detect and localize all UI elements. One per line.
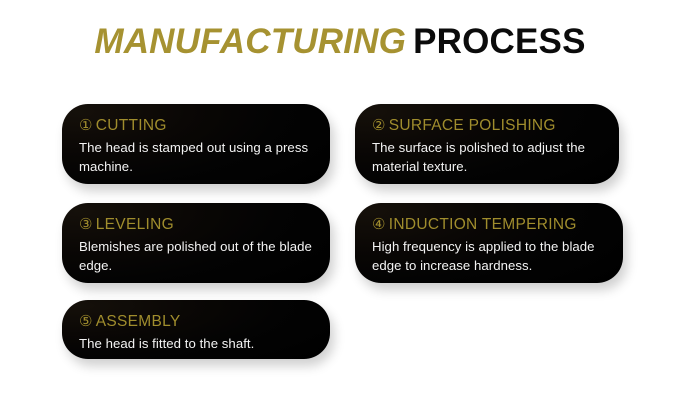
step-number-4: ④ <box>372 216 386 233</box>
step-body-2: The surface is polished to adjust the ma… <box>372 140 585 174</box>
step-title-1: CUTTING <box>95 117 167 134</box>
page-title-gold: MANUFACTURING <box>94 22 407 61</box>
step-body-5: The head is fitted to the shaft. <box>79 336 255 351</box>
step-title-3: LEVELING <box>95 216 174 233</box>
step-body-4: High frequency is applied to the blade e… <box>372 239 595 273</box>
step-title-4: INDUCTION TEMPERING <box>388 216 577 233</box>
step-body-3: Blemishes are polished out of the blade … <box>79 239 312 273</box>
step-number-2: ② <box>372 117 386 134</box>
step-body-1: The head is stamped out using a press ma… <box>79 140 309 174</box>
step-title-2: SURFACE POLISHING <box>388 117 556 134</box>
step-number-5: ⑤ <box>79 313 93 330</box>
step-title-5: ASSEMBLY <box>95 313 181 330</box>
step-number-3: ③ <box>79 216 93 233</box>
page-title-black: PROCESS <box>413 22 586 61</box>
step-number-1: ① <box>79 117 93 134</box>
